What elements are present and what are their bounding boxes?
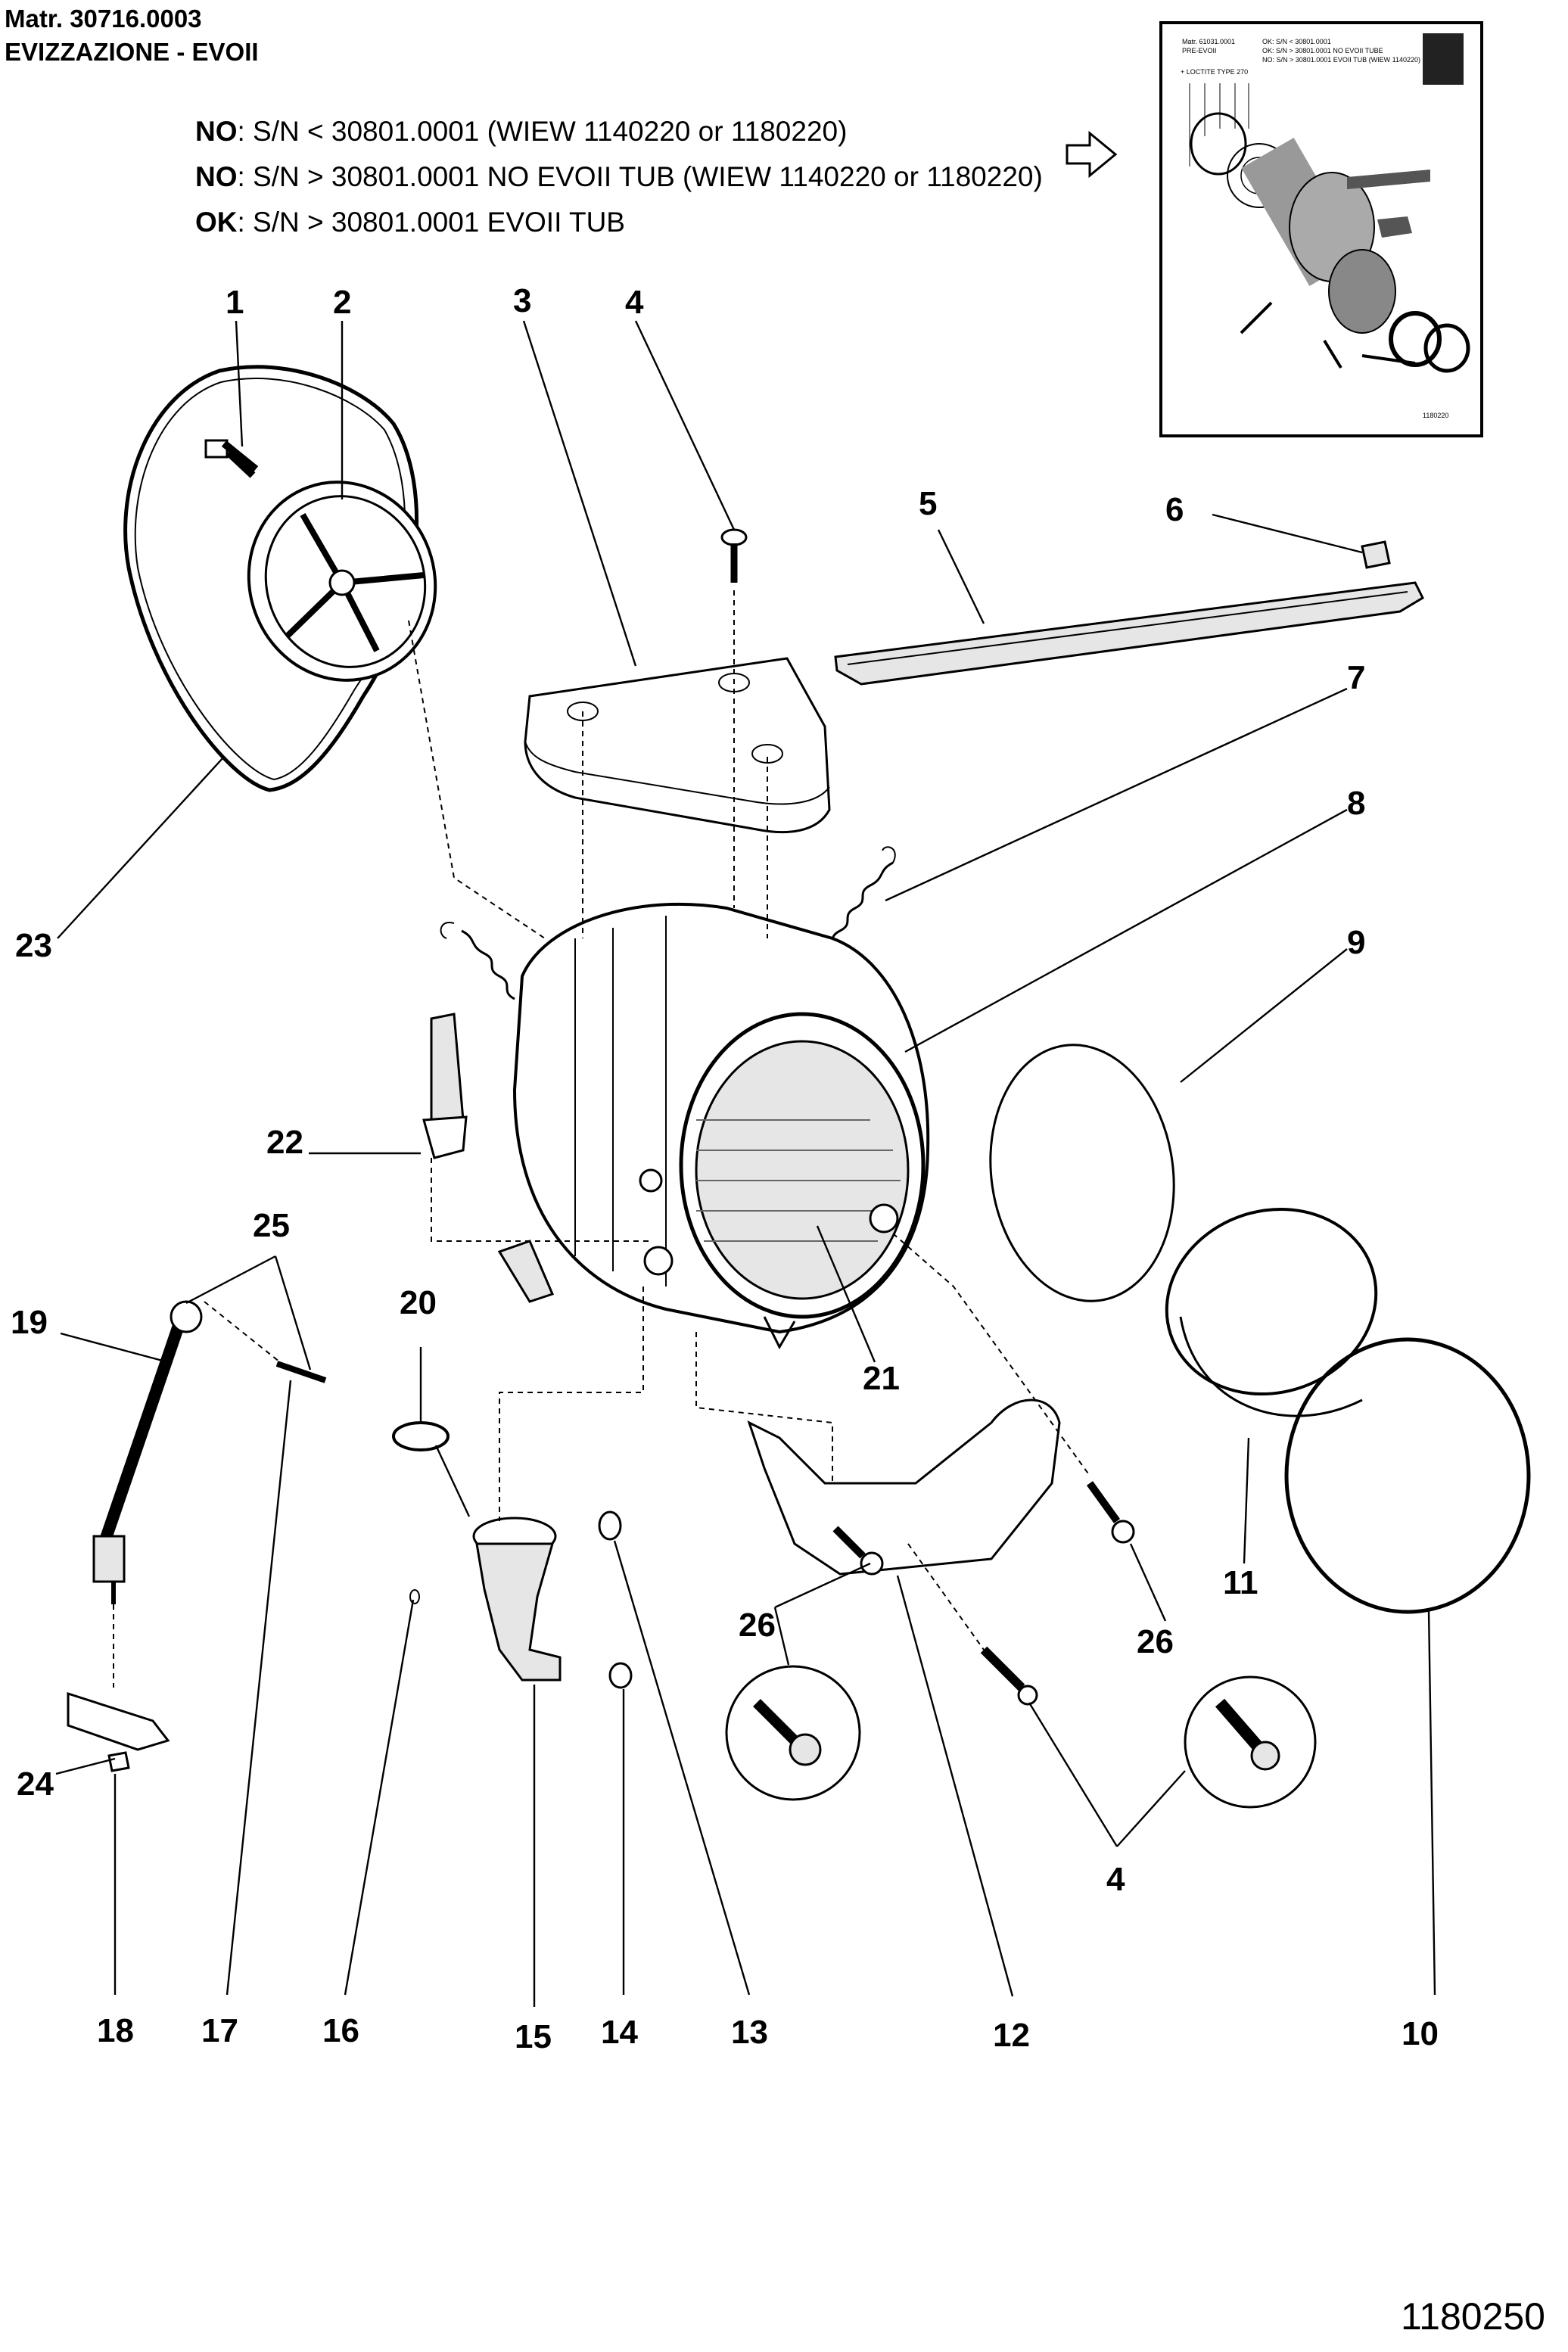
inset-text-right-2: OK: S/N > 30801.0001 NO EVOII TUBE (1262, 47, 1383, 54)
callout-24: 24 (17, 1766, 54, 1803)
door-seal-ring (989, 1044, 1175, 1302)
callout-25: 25 (253, 1207, 290, 1244)
support-clip (497, 1240, 555, 1303)
serial-note-1: NO: S/N < 30801.0001 (WIEW 1140220 or 11… (195, 116, 848, 147)
pulley-wheel (247, 481, 437, 682)
callout-5: 5 (919, 485, 937, 522)
serial-note-3: OK: S/N > 30801.0001 EVOII TUB (195, 207, 625, 238)
screw-detail-right (1184, 1675, 1317, 1809)
material-number: Matr. 30716.0003 (5, 5, 202, 33)
inset-text-right-1: OK: S/N < 30801.0001 (1262, 38, 1331, 45)
callout-15: 15 (515, 2018, 552, 2055)
callout-11: 11 (1223, 1564, 1258, 1601)
callout-20: 20 (400, 1284, 437, 1321)
arrow-right-icon (1066, 130, 1118, 179)
bracket-bolt-left (832, 1526, 884, 1576)
bottom-screw (980, 1646, 1038, 1706)
washing-tub (512, 902, 930, 1350)
absorber-pin (275, 1361, 327, 1383)
shock-absorber (92, 1300, 203, 1604)
callout-12: 12 (993, 2017, 1030, 2054)
document-number: 1180250 (1401, 2295, 1545, 2338)
callout-16: 16 (322, 2012, 359, 2049)
counterweight (524, 657, 831, 834)
small-clip-14 (608, 1662, 633, 1689)
callout-2: 2 (333, 284, 351, 321)
callout-4-bottom: 4 (1106, 1861, 1125, 1898)
tub-bracket (747, 1398, 1061, 1576)
bolt-detail-left (725, 1665, 861, 1801)
callout-23: 23 (15, 927, 52, 964)
bracket-bolt-right (1086, 1481, 1135, 1544)
mounting-plate (67, 1691, 170, 1751)
callout-26-right: 26 (1137, 1623, 1174, 1660)
hose-clamp (392, 1421, 450, 1451)
callout-4: 4 (625, 284, 644, 321)
callout-10: 10 (1402, 2015, 1439, 2052)
drive-belt (123, 365, 419, 792)
nut (107, 1751, 130, 1772)
small-clip-13 (598, 1510, 622, 1541)
rubber-stop (1361, 540, 1391, 569)
callout-9: 9 (1347, 924, 1365, 961)
warning-logo-icon (1423, 33, 1464, 85)
inset-text-left-2: PRE-EVOII (1182, 47, 1217, 54)
hose-connector (422, 1013, 468, 1159)
inset-text-right-3: NO: S/N > 30801.0001 EVOII TUB (WIEW 114… (1262, 56, 1420, 64)
front-seal (1165, 1207, 1378, 1417)
inset-text-left-1: Matr. 61031.0001 (1182, 38, 1235, 45)
callout-19: 19 (11, 1304, 48, 1341)
drain-hose (472, 1517, 562, 1682)
counterweight-screw (720, 528, 748, 583)
clamp-band (1284, 1337, 1531, 1614)
callout-8: 8 (1347, 785, 1365, 822)
callout-22: 22 (266, 1124, 303, 1161)
pulley-bolt (204, 439, 259, 478)
callout-14: 14 (601, 2014, 638, 2051)
callout-21: 21 (863, 1360, 900, 1397)
diagram-title: EVIZZAZIONE - EVOII (5, 38, 259, 66)
callout-6: 6 (1165, 491, 1184, 528)
serial-note-2: NO: S/N > 30801.0001 NO EVOII TUB (WIEW … (195, 161, 1043, 192)
callout-26-left: 26 (739, 1607, 776, 1644)
callout-13: 13 (731, 2014, 768, 2051)
inset-code: 1180220 (1423, 412, 1448, 419)
reference-inset: Matr. 61031.0001 PRE-EVOII OK: S/N < 308… (1159, 21, 1483, 437)
callout-7: 7 (1347, 659, 1365, 696)
top-rail (834, 581, 1424, 686)
callout-18: 18 (97, 2012, 134, 2049)
callout-1: 1 (226, 284, 244, 321)
callout-3: 3 (513, 282, 531, 319)
o-ring-16 (409, 1589, 420, 1604)
callout-17: 17 (201, 2012, 238, 2049)
inset-loctite: + LOCTITE TYPE 270 (1181, 68, 1248, 76)
suspension-spring-left (440, 921, 515, 1000)
